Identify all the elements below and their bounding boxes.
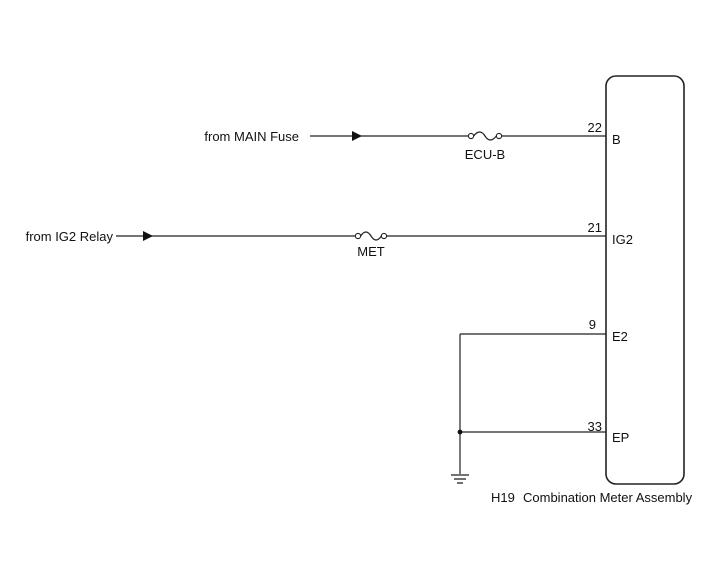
connector-name: Combination Meter Assembly — [523, 490, 693, 505]
combination-meter-box — [605, 75, 685, 485]
pin-name-e2: E2 — [612, 329, 628, 344]
arrow-icon — [352, 131, 362, 141]
pin-name-ig2: IG2 — [612, 232, 633, 247]
connector-code: H19 — [491, 490, 515, 505]
pin-name-ep: EP — [612, 430, 629, 445]
pin-number-22: 22 — [588, 120, 602, 135]
source-label-ig2-relay: from IG2 Relay — [26, 229, 114, 244]
fuse-ecu-b-icon — [467, 131, 503, 141]
fuse-label-ecu-b: ECU-B — [465, 147, 505, 162]
arrow-icon — [143, 231, 153, 241]
pin-number-33: 33 — [588, 419, 602, 434]
pin-number-21: 21 — [588, 220, 602, 235]
pin-number-9: 9 — [589, 317, 596, 332]
ground-icon — [451, 474, 469, 484]
fuse-label-met: MET — [357, 244, 385, 259]
junction-dot — [457, 429, 463, 435]
source-label-main-fuse: from MAIN Fuse — [204, 129, 299, 144]
pin-name-b: B — [612, 132, 621, 147]
fuse-met-icon — [354, 231, 388, 241]
